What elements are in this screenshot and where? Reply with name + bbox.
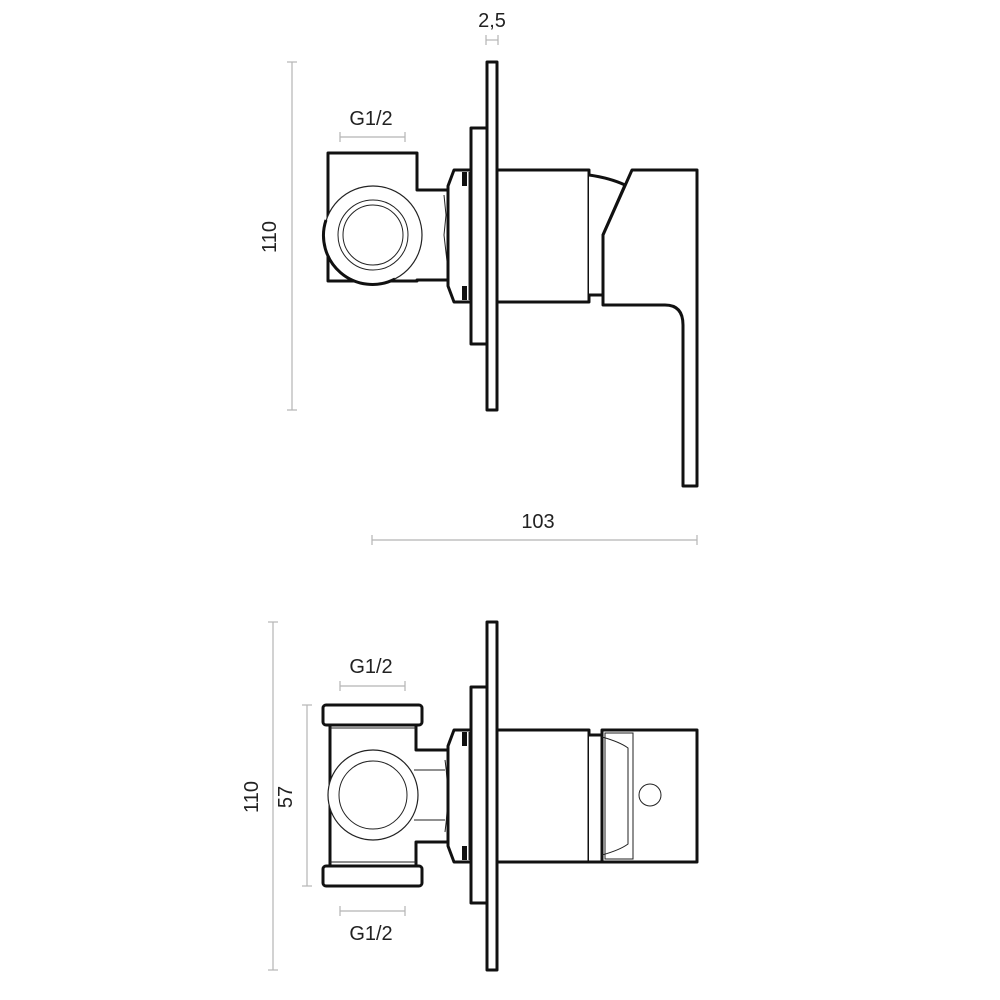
- knob-sleeve: [589, 733, 604, 864]
- inlet-port: [337, 199, 409, 271]
- knob-hole: [638, 783, 662, 807]
- knob-curve: [601, 736, 629, 856]
- bottom-dimensions: 110 57 G1/2 G1/2: [241, 621, 406, 971]
- inlet-outer-circle: [327, 749, 419, 841]
- top-view-mixer: [322, 60, 699, 488]
- bottom-view-mixer: [321, 620, 699, 972]
- height-label: 110: [241, 781, 263, 813]
- lever-handle: [601, 168, 699, 488]
- plate-thickness-label: 2,5: [478, 10, 506, 32]
- mount-ring: [446, 168, 473, 304]
- back-flange: [469, 685, 489, 905]
- top-dimensions: 110 2,5 G1/2 103: [259, 10, 698, 545]
- body-height-label: 57: [275, 786, 297, 808]
- mount-ring: [446, 728, 473, 864]
- bottom-thread-cap: [321, 864, 424, 888]
- inlet-port-inner: [342, 204, 404, 266]
- knob-inner-rim: [604, 732, 634, 860]
- seal-top: [462, 732, 467, 746]
- thread-label-top: G1/2: [349, 656, 392, 678]
- inlet-bottom-edge: [322, 219, 396, 286]
- cartridge-cover: [495, 168, 591, 304]
- seal-bottom: [462, 286, 467, 300]
- neck-contour: [443, 194, 449, 271]
- back-flange: [469, 126, 489, 346]
- knob: [600, 728, 699, 864]
- thread-label-bottom: G1/2: [349, 923, 392, 945]
- depth-label: 103: [521, 511, 554, 533]
- thread-label: G1/2: [349, 108, 392, 130]
- height-label: 110: [259, 221, 281, 253]
- inlet-port: [338, 760, 408, 830]
- seal-top: [462, 172, 467, 186]
- cartridge-cover: [495, 728, 591, 864]
- top-thread-cap: [321, 703, 424, 727]
- seal-bottom: [462, 846, 467, 860]
